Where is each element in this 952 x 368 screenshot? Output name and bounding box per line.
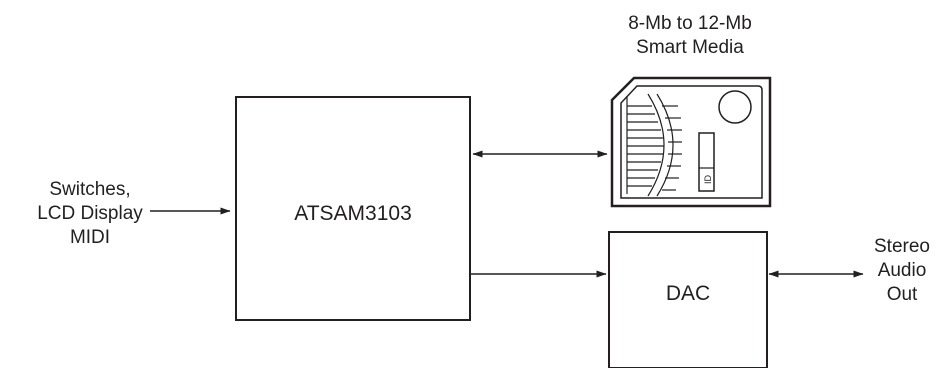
- memory-card-label: 8-Mb to 12-Mb Smart Media: [588, 12, 792, 60]
- smart-media-card-icon: ID: [610, 76, 772, 208]
- memory-card-label-line: Smart Media: [636, 37, 744, 58]
- processor-label: ATSAM3103: [294, 202, 412, 225]
- dac-label: DAC: [665, 282, 711, 305]
- inputs-label-line: LCD Display: [37, 203, 143, 224]
- memory-card-label-line: 8-Mb to 12-Mb: [628, 13, 752, 34]
- inputs-label-line: Switches,: [49, 179, 131, 200]
- inputs-label-line: MIDI: [69, 227, 111, 248]
- output-label-line: Stereo: [874, 236, 930, 257]
- inputs-label: Switches, LCD Display MIDI: [0, 178, 180, 250]
- output-label-line: Out: [886, 284, 918, 305]
- processor-block: [235, 96, 471, 321]
- output-label-line: Audio: [877, 260, 927, 281]
- card-id-label: ID: [703, 174, 713, 184]
- dac-block: [608, 231, 768, 368]
- output-label: Stereo Audio Out: [852, 235, 952, 307]
